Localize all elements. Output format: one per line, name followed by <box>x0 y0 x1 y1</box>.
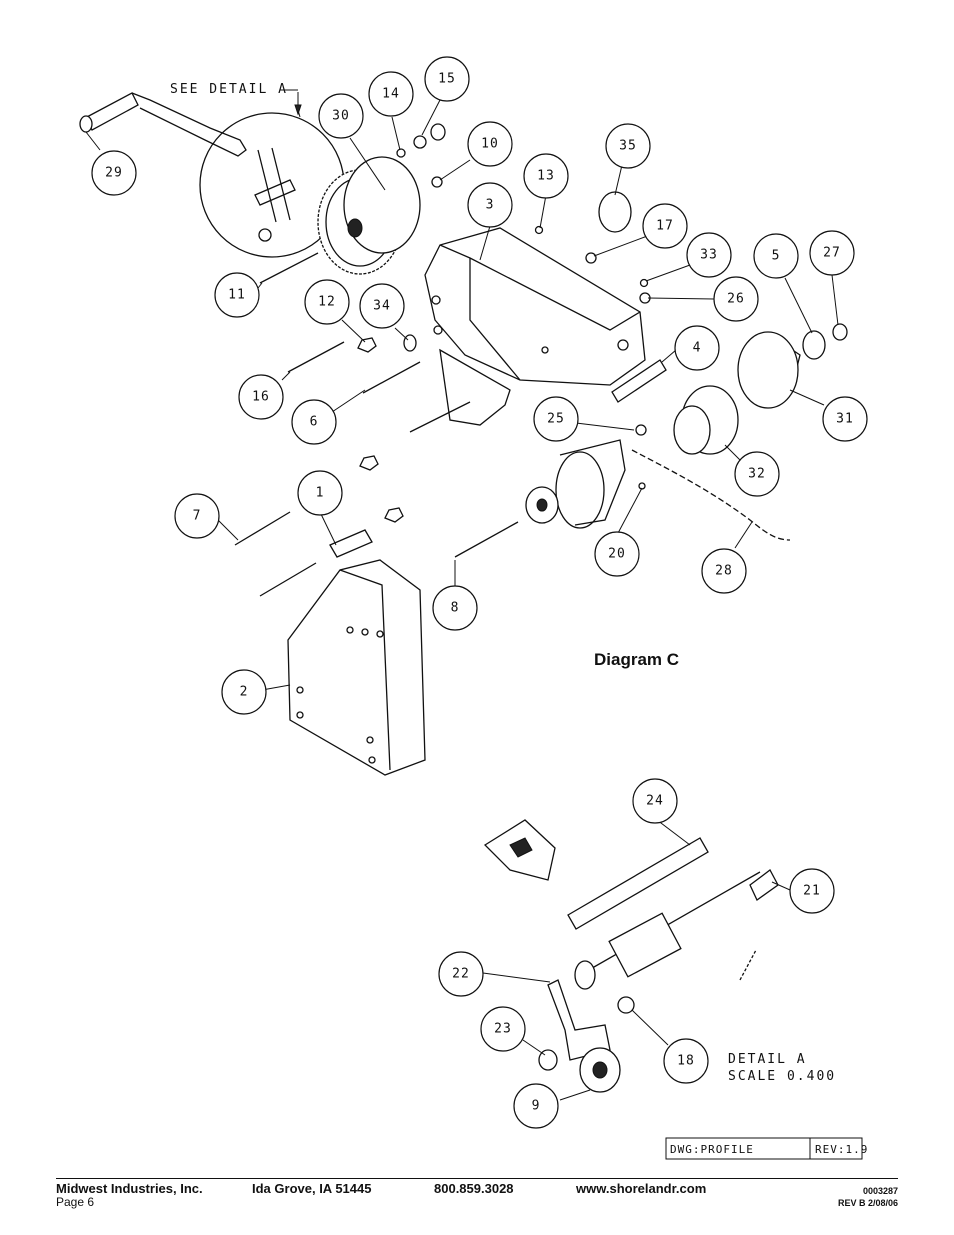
callout-24: 24 <box>632 778 678 824</box>
callout-13: 13 <box>523 153 569 199</box>
callout-28: 28 <box>701 548 747 594</box>
callout-32: 32 <box>734 451 780 497</box>
svg-text:3: 3 <box>486 198 495 213</box>
svg-text:9: 9 <box>532 1099 541 1114</box>
svg-text:20: 20 <box>608 547 626 562</box>
svg-text:33: 33 <box>700 248 718 263</box>
callout-16: 16 <box>238 374 284 420</box>
callout-8: 8 <box>432 585 478 631</box>
svg-text:27: 27 <box>823 246 841 261</box>
callout-10: 10 <box>467 121 513 167</box>
callout-35: 35 <box>605 123 651 169</box>
svg-text:29: 29 <box>105 166 123 181</box>
part-mounting-plate <box>287 559 426 776</box>
callout-33: 33 <box>686 232 732 278</box>
svg-text:11: 11 <box>228 288 246 303</box>
svg-text:28: 28 <box>715 564 733 579</box>
callout-18: 18 <box>663 1038 709 1084</box>
callout-2: 2 <box>221 669 267 715</box>
svg-text:13: 13 <box>537 169 555 184</box>
part-main-gear <box>317 156 421 275</box>
svg-text:14: 14 <box>382 87 400 102</box>
callout-9: 9 <box>513 1083 559 1129</box>
callout-34: 34 <box>359 283 405 329</box>
part-shafts-bolts <box>234 252 667 597</box>
callout-17: 17 <box>642 203 688 249</box>
callout-27: 27 <box>809 230 855 276</box>
drawing-title-block: DWG:PROFILE REV:1.9 <box>665 1137 868 1160</box>
diagram-title: Diagram C <box>594 650 680 669</box>
callout-31: 31 <box>822 396 868 442</box>
scale-label: SCALE 0.400 <box>728 1069 836 1084</box>
callout-12: 12 <box>304 279 350 325</box>
callout-14: 14 <box>368 71 414 117</box>
dwg-label: DWG:PROFILE <box>670 1143 754 1156</box>
svg-text:25: 25 <box>547 412 565 427</box>
svg-text:10: 10 <box>481 137 499 152</box>
footer-website: www.shorelandr.com <box>576 1181 707 1196</box>
see-detail-label: SEE DETAIL A <box>170 82 288 97</box>
callout-5: 5 <box>753 233 799 279</box>
callout-7: 7 <box>174 493 220 539</box>
svg-text:21: 21 <box>803 884 821 899</box>
svg-text:15: 15 <box>438 72 456 87</box>
svg-text:1: 1 <box>316 486 325 501</box>
footer-phone: 800.859.3028 <box>434 1181 514 1196</box>
svg-text:31: 31 <box>836 412 854 427</box>
svg-text:30: 30 <box>332 109 350 124</box>
callout-1: 1 <box>297 470 343 516</box>
callout-15: 15 <box>424 56 470 102</box>
footer-city: Ida Grove, IA 51445 <box>252 1181 372 1196</box>
footer-revision: REV B 2/08/06 <box>837 1198 898 1208</box>
part-nuts <box>357 334 417 523</box>
svg-text:6: 6 <box>310 415 319 430</box>
part-detail-lever <box>538 979 635 1093</box>
part-small-washers <box>396 123 848 360</box>
svg-text:17: 17 <box>656 219 674 234</box>
part-winch-frame <box>424 227 646 426</box>
svg-text:22: 22 <box>452 967 470 982</box>
part-crank-handle <box>79 92 247 157</box>
svg-text:12: 12 <box>318 295 336 310</box>
svg-text:34: 34 <box>373 299 391 314</box>
part-rollers <box>673 331 801 455</box>
footer-company: Midwest Industries, Inc. <box>56 1181 203 1196</box>
svg-text:18: 18 <box>677 1054 695 1069</box>
callout-11: 11 <box>214 272 260 318</box>
svg-text:35: 35 <box>619 139 637 154</box>
detail-a-label: DETAIL A <box>728 1052 807 1067</box>
part-bow-stop <box>525 439 626 529</box>
svg-text:2: 2 <box>240 685 249 700</box>
callout-4: 4 <box>674 325 720 371</box>
footer-doc-number: 0003287 <box>862 1186 898 1196</box>
callout-30: 30 <box>318 93 364 139</box>
callout-29: 29 <box>91 150 137 196</box>
callout-20: 20 <box>594 531 640 577</box>
svg-text:16: 16 <box>252 390 270 405</box>
callout-26: 26 <box>713 276 759 322</box>
svg-text:7: 7 <box>193 509 202 524</box>
callout-22: 22 <box>438 951 484 997</box>
callout-3: 3 <box>467 182 513 228</box>
callout-21: 21 <box>789 868 835 914</box>
svg-text:32: 32 <box>748 467 766 482</box>
svg-text:8: 8 <box>451 601 460 616</box>
callout-25: 25 <box>533 396 579 442</box>
svg-text:4: 4 <box>693 341 702 356</box>
part-detail-shaft <box>567 837 779 990</box>
svg-text:5: 5 <box>772 249 781 264</box>
part-detail-pawl <box>483 819 556 881</box>
callout-23: 23 <box>480 1006 526 1052</box>
svg-text:23: 23 <box>494 1022 512 1037</box>
svg-text:24: 24 <box>646 794 664 809</box>
rev-label: REV:1.9 <box>815 1143 868 1156</box>
callout-6: 6 <box>291 399 337 445</box>
footer-page-number: Page 6 <box>56 1195 95 1209</box>
leader-lines <box>85 89 839 1101</box>
footer-divider <box>56 1178 898 1179</box>
svg-text:26: 26 <box>727 292 745 307</box>
